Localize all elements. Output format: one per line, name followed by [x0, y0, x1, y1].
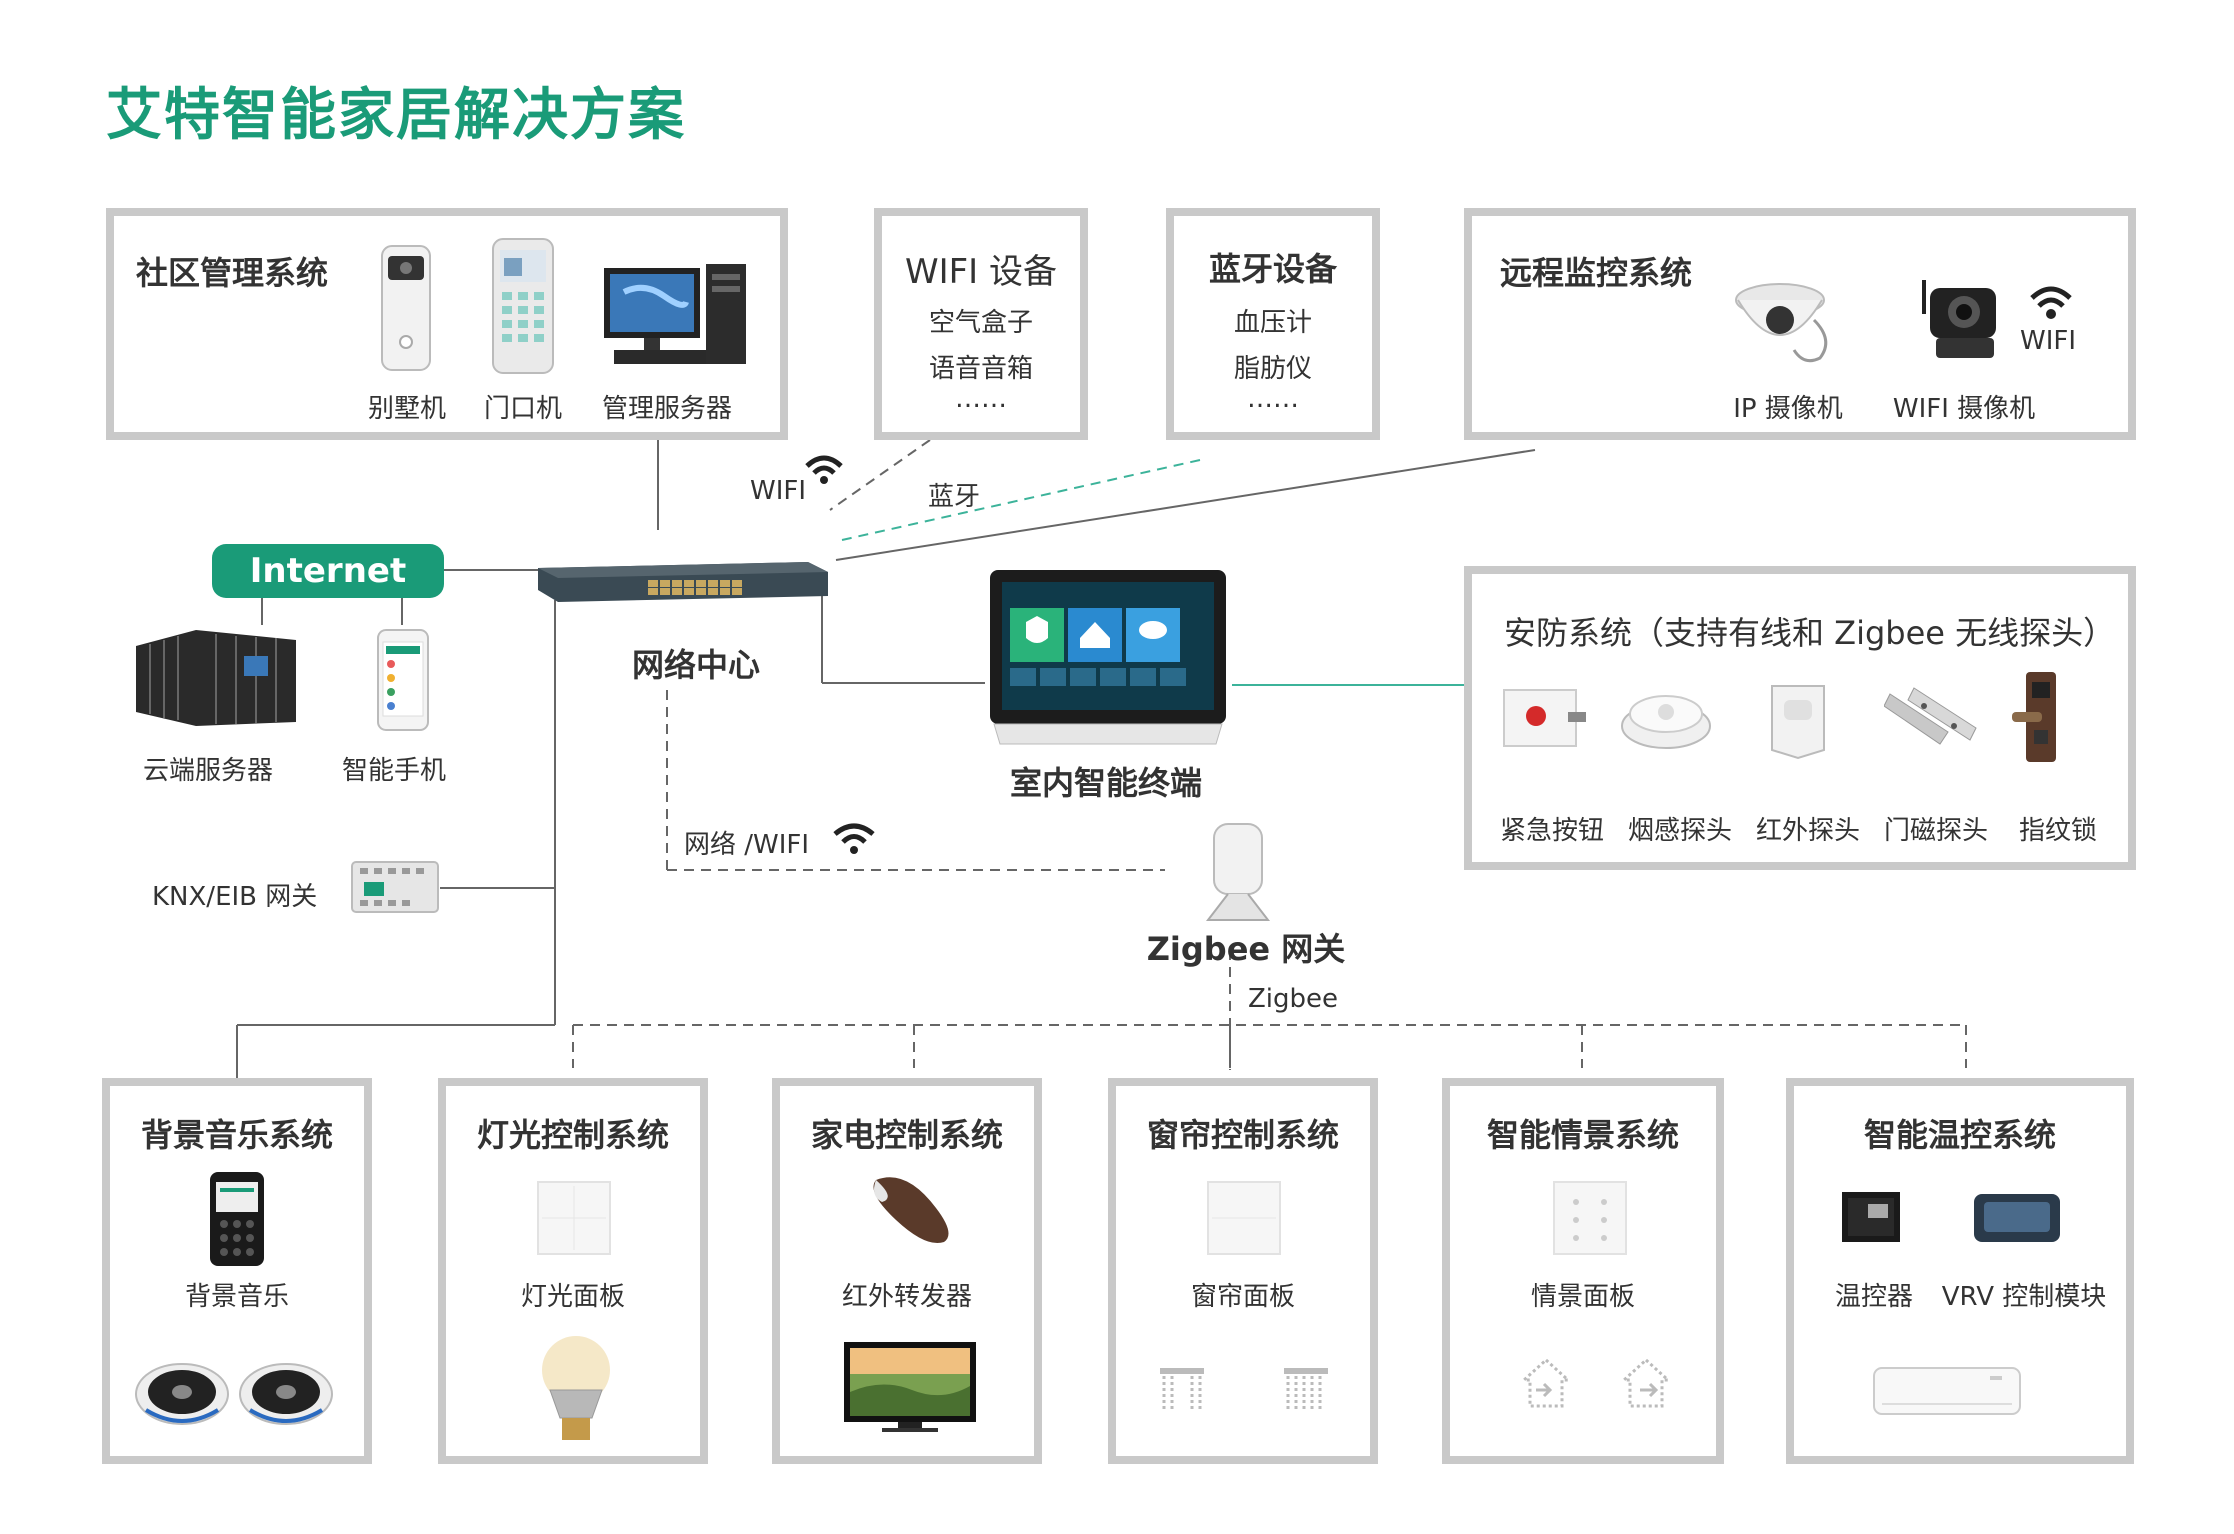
- curtain-box: 窗帘控制系统 窗帘面板: [1108, 1078, 1378, 1464]
- infrared-detector-icon: [1771, 685, 1825, 760]
- speaker-icon: [135, 1363, 333, 1425]
- net-wifi-label: 网络 /WIFI: [684, 830, 810, 860]
- network-center-label: 网络中心: [631, 646, 761, 684]
- lighting-item: 灯光面板: [520, 1282, 625, 1312]
- temperature-title: 智能温控系统: [1863, 1116, 2056, 1154]
- villa-label: 别墅机: [367, 394, 447, 424]
- tv-icon: [844, 1342, 976, 1432]
- thermostat-label: 温控器: [1834, 1282, 1914, 1312]
- zigbee-gateway-label: Zigbee 网关: [1146, 930, 1346, 968]
- scene-item: 情景面板: [1530, 1282, 1635, 1312]
- scene-box: 智能情景系统 情景面板: [1442, 1078, 1724, 1464]
- curtain-title: 窗帘控制系统: [1146, 1116, 1339, 1154]
- appliance-item: 红外转发器: [841, 1282, 972, 1312]
- vrv-module-icon: [1974, 1194, 2060, 1242]
- indoor-terminal-label: 室内智能终端: [1009, 764, 1203, 802]
- wifi-devices-title: WIFI 设备: [904, 252, 1058, 292]
- scene-panel-icon: [1553, 1181, 1627, 1255]
- network-switch-icon: [538, 562, 828, 602]
- security-item-0: 紧急按钮: [1499, 816, 1605, 846]
- light-bulb-icon: [542, 1336, 610, 1440]
- cloud-server-icon: [136, 630, 296, 726]
- vrv-label: VRV 控制模块: [1941, 1282, 2107, 1312]
- temperature-box: 智能温控系统 温控器 VRV 控制模块: [1786, 1078, 2134, 1464]
- zigbee-gateway-icon: [1205, 823, 1271, 921]
- bt-item-more: ……: [1247, 384, 1299, 414]
- wifi-signal-icon: [2030, 286, 2072, 319]
- security-item-1: 烟感探头: [1627, 816, 1733, 846]
- internet-badge: Internet: [212, 544, 444, 598]
- light-panel-icon: [537, 1181, 611, 1255]
- scene-home-out-icon: [1620, 1357, 1672, 1408]
- security-item-4: 指纹锁: [2018, 816, 2098, 846]
- ip-camera-label: IP 摄像机: [1733, 394, 1843, 424]
- appliance-title: 家电控制系统: [810, 1116, 1003, 1154]
- emergency-button-icon: [1503, 689, 1586, 747]
- bt-devices-title: 蓝牙设备: [1208, 250, 1337, 288]
- music-panel-icon: [210, 1172, 264, 1266]
- knx-gateway-icon: [351, 861, 439, 913]
- server-label: 管理服务器: [601, 394, 733, 424]
- air-conditioner-icon: [1873, 1367, 2021, 1415]
- remote-monitor-box: 远程监控系统 WIFI IP 摄像机 WIFI 摄像机: [1464, 208, 2136, 440]
- bg-music-item: 背景音乐: [184, 1282, 289, 1312]
- scene-title: 智能情景系统: [1486, 1116, 1679, 1154]
- curtain-close-icon: [1284, 1368, 1328, 1410]
- management-server-icon: [604, 264, 746, 364]
- community-box: 社区管理系统 别墅机 门口机 管理服务器: [106, 208, 788, 440]
- zigbee-link-label: Zigbee: [1248, 984, 1339, 1014]
- link-bt-label: 蓝牙: [928, 482, 981, 512]
- curtain-item: 窗帘面板: [1190, 1282, 1295, 1312]
- security-title: 安防系统（支持有线和 Zigbee 无线探头）: [1504, 614, 2116, 652]
- bg-music-box: 背景音乐系统 背景音乐: [102, 1078, 372, 1464]
- security-box: 安防系统（支持有线和 Zigbee 无线探头） 紧急按钮 烟感探头 红外探头 门…: [1464, 566, 2136, 870]
- wifi-camera-icon: [1922, 280, 1996, 358]
- wifi-camera-label: WIFI 摄像机: [1892, 394, 2036, 424]
- bt-item-bp: 血压计: [1233, 308, 1312, 338]
- thermostat-icon: [1842, 1192, 1900, 1242]
- bt-devices-box: 蓝牙设备 血压计 脂肪仪 ……: [1166, 208, 1380, 440]
- curtain-open-icon: [1160, 1368, 1204, 1410]
- security-item-3: 门磁探头: [1883, 816, 1989, 846]
- ir-transmitter-icon: [873, 1177, 949, 1244]
- bt-item-fat: 脂肪仪: [1233, 354, 1312, 384]
- cloud-server-label: 云端服务器: [142, 756, 274, 786]
- smartphone-icon: [377, 629, 429, 731]
- door-label: 门口机: [483, 394, 563, 424]
- appliance-box: 家电控制系统 红外转发器: [772, 1078, 1042, 1464]
- wifi-devices-box: WIFI 设备 空气盒子 语音音箱 ……: [874, 208, 1088, 440]
- wifi-item-speaker: 语音音箱: [928, 354, 1033, 384]
- smartphone-label: 智能手机: [341, 756, 447, 786]
- remote-wifi-label: WIFI: [2020, 326, 2076, 356]
- net-wifi-icon: [833, 823, 875, 854]
- indoor-terminal-icon: [990, 570, 1226, 745]
- security-item-2: 红外探头: [1755, 816, 1861, 846]
- remote-title: 远程监控系统: [1500, 254, 1693, 292]
- fingerprint-lock-icon: [2012, 672, 2056, 762]
- page-title: 艾特智能家居解决方案: [106, 83, 686, 148]
- curtain-panel-icon: [1207, 1181, 1281, 1255]
- link-wifi-label: WIFI: [750, 476, 806, 506]
- door-station-icon: [492, 238, 554, 374]
- ip-camera-icon: [1735, 283, 1828, 363]
- smoke-detector-icon: [1621, 695, 1711, 749]
- bg-music-title: 背景音乐系统: [140, 1116, 333, 1154]
- community-title: 社区管理系统: [136, 254, 329, 292]
- scene-home-in-icon: [1520, 1357, 1572, 1408]
- lighting-box: 灯光控制系统 灯光面板: [438, 1078, 708, 1464]
- wifi-item-more: ……: [955, 384, 1007, 414]
- villa-intercom-icon: [381, 245, 431, 371]
- knx-label: KNX/EIB 网关: [152, 882, 318, 912]
- wifi-item-air: 空气盒子: [928, 308, 1033, 338]
- link-wifi-icon: [805, 455, 843, 484]
- lighting-title: 灯光控制系统: [476, 1116, 669, 1154]
- door-magnet-icon: [1884, 687, 1977, 745]
